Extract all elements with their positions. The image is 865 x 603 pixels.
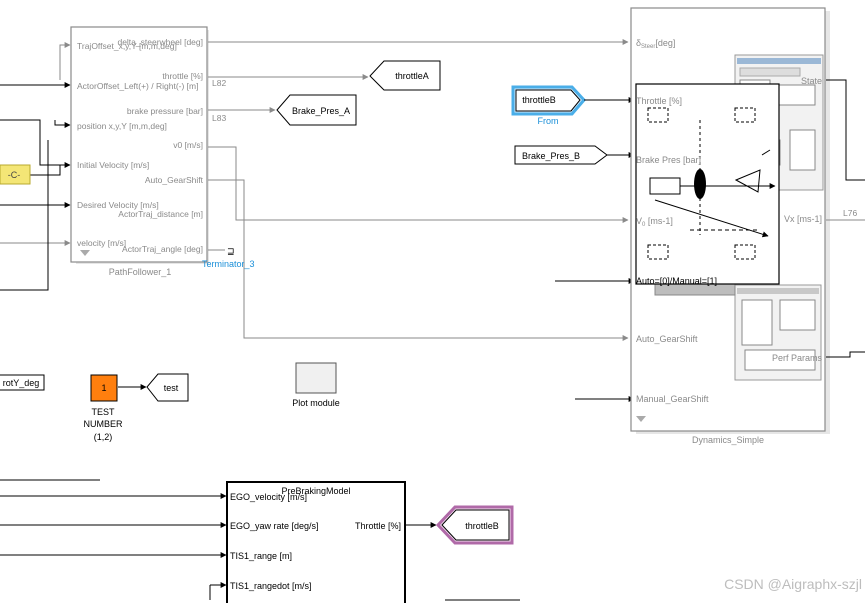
pathfollower-output-4: v0 [m/s]: [173, 140, 203, 150]
pathfollower-output-2: throttle [%]: [162, 71, 203, 81]
prebraking-input-lines: [0, 479, 520, 601]
dynamics-thumbnail-bottom: [654, 282, 822, 381]
dynamics-input-v0: V0 [ms-1]: [636, 216, 673, 228]
goto-roty-deg-label: rotY_deg: [3, 378, 40, 388]
pathfollower-block[interactable]: TrajOffset_x,y,Y [m,m,deg] ActorOffset_L…: [70, 26, 209, 264]
pathfollower-input-4: Initial Velocity [m/s]: [77, 160, 149, 170]
pathfollower-input-3: position x,y,Y [m,m,deg]: [77, 121, 167, 131]
watermark: CSDN @Aigraphx-szjl: [724, 576, 862, 592]
from-throttleB[interactable]: throttleB: [511, 85, 587, 116]
prebraking-block[interactable]: PreBrakingModel EGO_velocity [m/s] EGO_y…: [226, 481, 406, 603]
dynamics-input-throttle: Throttle [%]: [636, 96, 682, 106]
terminator-3[interactable]: ⊒: [208, 246, 235, 256]
dynamics-input-delta: δSteer[deg]: [636, 38, 675, 50]
goto-throttleA-label: throttleA: [395, 71, 429, 81]
prebraking-input-1: EGO_velocity [m/s]: [230, 492, 307, 502]
dynamics-output-perf-params: Perf Params: [772, 353, 823, 363]
vehicle-schematic-image: [635, 83, 780, 285]
dynamics-input-manual-gearshift: Manual_GearShift: [636, 394, 709, 404]
pathfollower-caption: PathFollower_1: [109, 267, 172, 277]
dynamics-input-auto-gearshift: Auto_GearShift: [636, 334, 698, 344]
constant-block[interactable]: -C-: [0, 164, 31, 185]
prebraking-title: PreBrakingModel: [281, 486, 350, 496]
dynamics-input-brake: Brake Pres [bar]: [636, 155, 701, 165]
pathfollower-input-lines: [0, 42, 71, 291]
goto-test-label: test: [164, 383, 179, 393]
pathfollower-input-5: Desired Velocity [m/s]: [77, 200, 159, 210]
dynamics-output-state: State: [801, 76, 822, 86]
plot-module-block[interactable]: [295, 362, 337, 394]
line-label-l76: L76: [843, 208, 857, 218]
goto-throttleB-label: throttleB: [465, 521, 499, 531]
goto-test[interactable]: test: [146, 373, 189, 402]
dynamics-input-auto-manual: Auto=[0]/Manual=[1]: [636, 276, 717, 286]
pathfollower-output-6: ActorTraj_distance [m]: [118, 209, 203, 219]
test-number-caption-3: (1,2): [94, 432, 113, 442]
line-label-l83: L83: [212, 113, 226, 123]
test-number-caption-2: NUMBER: [83, 419, 123, 429]
goto-roty-deg[interactable]: rotY_deg: [0, 374, 45, 391]
plot-module-caption: Plot module: [292, 398, 340, 408]
test-number-constant[interactable]: 1: [90, 374, 118, 402]
pathfollower-output-1: delta_steerwheel [deg]: [117, 37, 203, 47]
goto-brake-pres-a[interactable]: Brake_Pres_A: [276, 94, 357, 126]
from-brake-pres-b-label: Brake_Pres_B: [522, 151, 580, 161]
dynamics-output-vx: Vx [ms-1]: [784, 214, 822, 224]
pathfollower-output-lines: [208, 39, 629, 341]
dynamics-block[interactable]: δSteer[deg] Throttle [%] Brake Pres [bar…: [630, 7, 830, 434]
pathfollower-output-5: Auto_GearShift: [145, 175, 204, 185]
line-label-l82: L82: [212, 78, 226, 88]
pathfollower-output-7: ActorTraj_angle [deg]: [122, 244, 203, 254]
from-brake-pres-b[interactable]: Brake_Pres_B: [514, 145, 608, 165]
from-caption: From: [538, 116, 559, 126]
goto-brake-pres-a-label: Brake_Pres_A: [292, 106, 350, 116]
down-arrow-icon: [80, 250, 90, 256]
from-throttleB-label: throttleB: [522, 95, 556, 105]
goto-throttleB[interactable]: throttleB: [435, 505, 514, 545]
test-number-caption-1: TEST: [91, 407, 115, 417]
prebraking-output: Throttle [%]: [355, 521, 401, 531]
pathfollower-input-2: ActorOffset_Left(+) / Right(-) [m]: [77, 81, 198, 91]
pathfollower-input-6: velocity [m/s]: [77, 238, 126, 248]
dynamics-caption: Dynamics_Simple: [692, 435, 764, 445]
constant-label: -C-: [8, 170, 21, 180]
prebraking-input-4: TIS1_rangedot [m/s]: [230, 581, 312, 591]
dynamics-output-lines: [826, 79, 865, 358]
prebraking-input-2: EGO_yaw rate [deg/s]: [230, 521, 319, 531]
goto-throttleA[interactable]: throttleA: [369, 60, 441, 91]
test-number-value: 1: [101, 383, 106, 393]
down-arrow-icon: [636, 416, 646, 422]
terminator-icon: ⊒: [227, 246, 235, 256]
pathfollower-output-3: brake pressure [bar]: [127, 106, 203, 116]
pathfollower-input-1: TrajOffset_x,y,Y [m,m,deg]: [77, 41, 177, 51]
terminator-caption: Terminator_3: [202, 259, 255, 269]
prebraking-input-3: TIS1_range [m]: [230, 551, 292, 561]
